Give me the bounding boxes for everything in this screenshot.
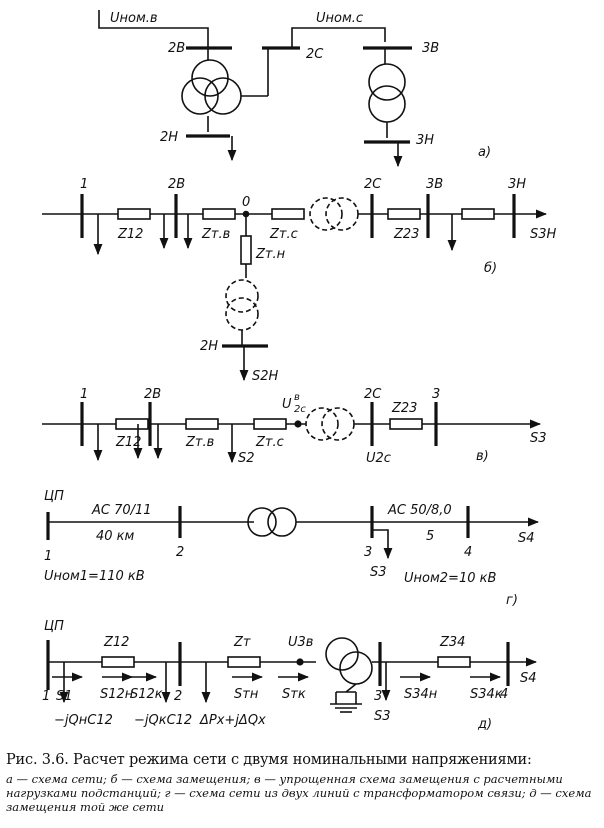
diagram-b-equivalent-circuit <box>42 194 548 382</box>
label-bus-2n: 2Н <box>160 130 178 145</box>
label-b-s2n: S2Н <box>252 369 279 384</box>
label-b-ztv: Zт.в <box>201 227 230 242</box>
label-d-jqc12n: −jQнC12 <box>54 713 113 728</box>
label-g-s3: S3 <box>370 565 387 580</box>
label-v-s3: S3 <box>530 431 547 446</box>
label-b-node-2n: 2Н <box>200 339 218 354</box>
label-v-u2s-sub: 2с <box>294 404 306 415</box>
label-d-node-3: 3 <box>374 689 382 704</box>
label-b-node-2v: 2В <box>168 177 185 192</box>
label-tag-d: д) <box>477 717 492 732</box>
label-v-s2: S2 <box>238 451 255 466</box>
label-d-s12n: S12н <box>100 687 134 702</box>
label-tag-g: г) <box>506 593 518 608</box>
label-d-s3: S3 <box>374 709 391 724</box>
label-g-node-2: 2 <box>176 545 184 560</box>
label-b-s3n: S3Н <box>530 227 557 242</box>
label-g-s4: S4 <box>518 531 535 546</box>
label-g-node-3: 3 <box>364 545 372 560</box>
label-bus-2s: 2С <box>306 47 324 62</box>
label-v-node-2v: 2В <box>144 387 161 402</box>
label-v-u2s: U <box>282 397 292 412</box>
label-d-s34k: S34к <box>470 687 503 702</box>
label-v-node-3: 3 <box>432 387 440 402</box>
label-d-s34n: S34н <box>404 687 438 702</box>
label-g-len1: 40 км <box>96 529 135 544</box>
figure-caption-body: а — схема сети; б — схема замещения; в —… <box>6 772 592 814</box>
label-g-unom2: Uном2=10 кВ <box>404 571 496 586</box>
label-d-dpx: ΔPx+jΔQx <box>199 713 266 728</box>
label-d-node-2: 2 <box>174 689 182 704</box>
label-g-line1: АС 70/11 <box>91 503 152 518</box>
label-g-node-4: 4 <box>464 545 472 560</box>
label-b-node-3v: 3В <box>426 177 443 192</box>
label-d-z12: Z12 <box>103 635 129 650</box>
label-d-u3v: U3в <box>288 635 313 650</box>
label-bus-2v: 2В <box>168 41 185 56</box>
label-v-node-2s: 2С <box>364 387 382 402</box>
label-d-stn: Sтн <box>234 687 259 702</box>
diagram-a-network <box>98 10 412 168</box>
label-d-zt: Zт <box>233 635 251 650</box>
label-b-zts: Zт.с <box>269 227 298 242</box>
transformer-3w-left <box>181 77 219 115</box>
label-d-s1: S1 <box>56 689 73 704</box>
label-v-z12: Z12 <box>115 435 141 450</box>
label-tag-v: в) <box>476 449 489 464</box>
label-d-s12k: S12к <box>130 687 163 702</box>
transformer-2w-top <box>368 63 406 101</box>
label-v-u2c: U2с <box>366 451 391 466</box>
label-b-node-1: 1 <box>80 177 88 192</box>
label-bus-3v: 3В <box>422 41 439 56</box>
label-g-unom1: Uном1=110 кВ <box>44 569 145 584</box>
label-u-nom-v: Uном.в <box>110 11 158 26</box>
label-b-z23: Z23 <box>393 227 419 242</box>
label-v-node-1: 1 <box>80 387 88 402</box>
label-d-stk: Sтк <box>282 687 306 702</box>
diagram-v-simplified-circuit <box>42 402 542 464</box>
label-v-ztv: Zт.в <box>185 435 214 450</box>
label-d-z34: Z34 <box>439 635 465 650</box>
figure-caption-title: Рис. 3.6. Расчет режима сети с двумя ном… <box>6 752 532 768</box>
label-d-node-4: 4 <box>500 687 508 702</box>
label-v-z23: Z23 <box>391 401 417 416</box>
label-g-node-1: 1 <box>44 549 52 564</box>
label-tag-b: б) <box>484 261 497 276</box>
label-b-node-0: 0 <box>242 195 250 210</box>
label-v-u2s-sup: в <box>294 392 300 403</box>
label-b-ztn: Zт.н <box>255 247 286 262</box>
label-g-cp: ЦП <box>44 489 64 504</box>
label-bus-3n: 3Н <box>416 133 434 148</box>
label-b-z12: Z12 <box>117 227 143 242</box>
label-d-node-1: 1 <box>42 689 50 704</box>
diagram-g-two-line-network <box>46 506 540 560</box>
label-d-s4: S4 <box>520 671 537 686</box>
label-g-len2: 5 <box>426 529 434 544</box>
network-diagram-figure: Uном.в Uном.с 2В 2С 3В 2Н 3Н а) 1 2В 0 2… <box>42 10 557 732</box>
diagram-d-equivalent-circuit <box>46 637 538 713</box>
label-tag-a: а) <box>478 145 491 160</box>
label-b-node-2s: 2С <box>364 177 382 192</box>
transformer-2w-bottom <box>368 85 406 123</box>
label-d-jqc12k: −jQкC12 <box>134 713 192 728</box>
label-u-nom-s: Uном.с <box>316 11 363 26</box>
label-d-cp: ЦП <box>44 619 64 634</box>
label-g-line2: АС 50/8,0 <box>387 503 452 518</box>
label-b-node-3n: 3Н <box>508 177 526 192</box>
label-v-zts: Zт.с <box>255 435 284 450</box>
